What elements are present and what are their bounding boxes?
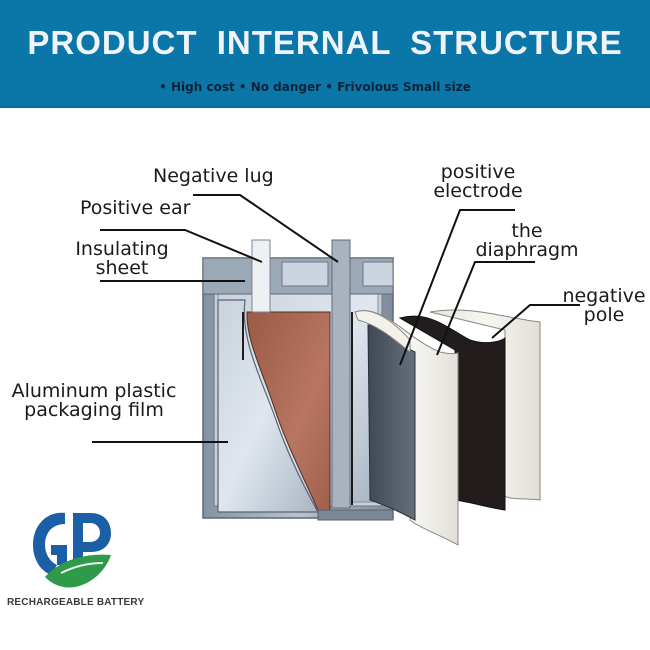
- label-diaphragm-line2: diaphragm: [475, 239, 579, 261]
- logo-letter-g-icon: [33, 512, 67, 575]
- label-diaphragm: the diaphragm: [470, 222, 584, 260]
- label-diaphragm-line1: the: [511, 220, 543, 242]
- electrode-stack: [354, 309, 541, 546]
- label-positive-electrode-line1: positive: [440, 161, 516, 183]
- label-aluminum-film: Aluminum plastic packaging film: [0, 382, 188, 420]
- feature-subtitle: • High cost • No danger • Frivolous Smal…: [159, 80, 471, 94]
- label-negative-lug: Negative lug: [153, 165, 274, 187]
- positive-electrode-sheet: [367, 324, 416, 521]
- label-negative-pole: negative pole: [558, 287, 650, 325]
- label-negative-pole-line2: pole: [583, 304, 625, 326]
- leader-diaphragm: [436, 261, 535, 356]
- negative-pole-sheet: [398, 315, 506, 511]
- label-positive-electrode: positive electrode: [428, 163, 528, 201]
- header-banner: [0, 0, 650, 107]
- leader-lines: [92, 194, 580, 443]
- page-title: PRODUCT INTERNAL STRUCTURE: [27, 24, 623, 61]
- negative-lug-tab: [331, 239, 351, 509]
- header-divider: [0, 105, 650, 108]
- logo-letter-p-icon: [73, 513, 111, 563]
- label-positive-electrode-line2: electrode: [433, 180, 523, 202]
- front-separator-edge: [354, 310, 411, 354]
- leader-negative-lug: [193, 194, 339, 263]
- label-insulating-sheet: Insulating sheet: [70, 240, 174, 278]
- label-insulating-sheet-line2: sheet: [95, 257, 149, 279]
- label-negative-pole-line1: negative: [562, 285, 646, 307]
- cathode-sheet: [246, 311, 331, 511]
- leader-positive-electrode: [399, 209, 515, 366]
- logo-leaf-vein: [60, 562, 104, 574]
- brand-tagline: RECHARGEABLE BATTERY: [7, 597, 145, 608]
- seal-window: [362, 261, 394, 287]
- bottom-seal: [317, 509, 394, 521]
- positive-ear-tab: [251, 239, 271, 313]
- label-insulating-sheet-line1: Insulating: [75, 238, 169, 260]
- outer-separator: [429, 309, 541, 501]
- leader-negative-pole: [491, 304, 580, 339]
- leader-positive-ear: [100, 229, 263, 263]
- gp-logo: [33, 512, 111, 588]
- logo-leaf-icon: [45, 554, 111, 588]
- seal-window: [281, 261, 329, 287]
- label-aluminum-film-line1: Aluminum plastic: [11, 380, 177, 402]
- label-aluminum-film-line2: packaging film: [24, 399, 164, 421]
- label-positive-ear: Positive ear: [80, 197, 191, 219]
